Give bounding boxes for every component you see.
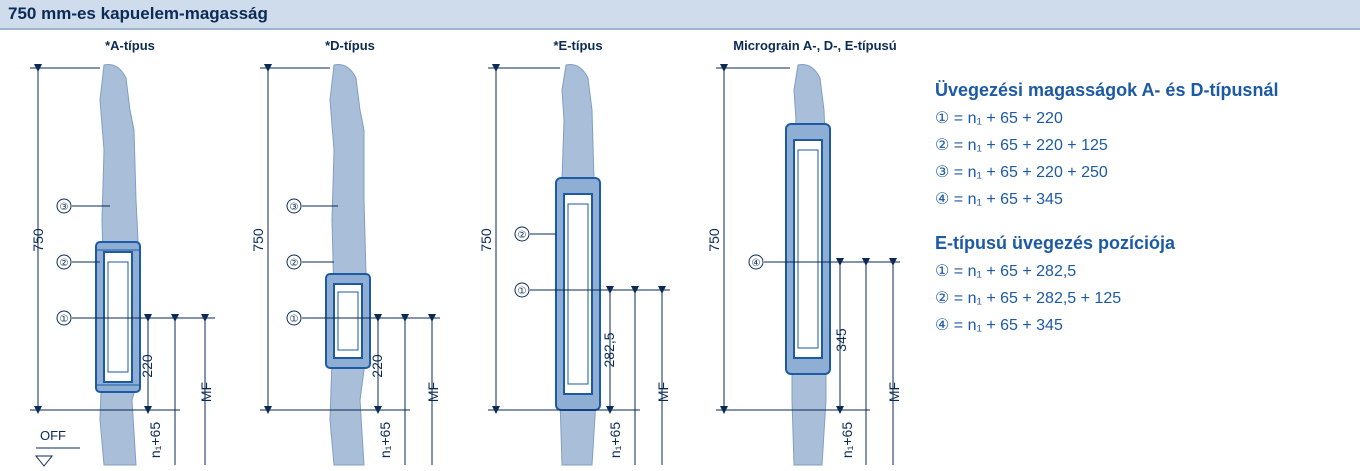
column-heading-d: *D-típus [325, 38, 375, 53]
e-glazing-line-3: ④ = n₁ + 65 + 345 [935, 317, 1063, 334]
e-glazing-line-1: ① = n₁ + 65 + 282,5 [935, 263, 1077, 280]
dim-n1-d: n₁+65 [377, 422, 393, 458]
marker-3-d: ③ [290, 202, 299, 213]
e-glazing-position-section: E-típusú üvegezés pozíciója ① = n₁ + 65 … [935, 233, 1175, 339]
dim-n1-a: n₁+65 [147, 422, 163, 458]
dim-mf-e: MF [655, 382, 671, 402]
dim-750-micrograin: 750 [706, 228, 722, 252]
dim-mf-micrograin: MF [886, 382, 902, 402]
glazing-line-1: ① = n₁ + 65 + 220 [935, 110, 1063, 127]
marker-1-a: ① [60, 314, 69, 325]
marker-3-a: ③ [60, 202, 69, 213]
title-bar: 750 mm-es kapuelem-magasság [0, 0, 1360, 30]
off-label: OFF [40, 428, 66, 443]
marker-2-d: ② [290, 258, 299, 269]
profile-d [325, 64, 371, 466]
e-glazing-heading: E-típusú üvegezés pozíciója [935, 233, 1176, 253]
dim-345-micrograin: 345 [833, 328, 849, 352]
dim-750-a: 750 [30, 228, 46, 252]
dim-mf-a: MF [198, 382, 214, 402]
dimensions-a [30, 64, 215, 467]
column-heading-e: *E-típus [553, 38, 603, 53]
glazing-line-2: ② = n₁ + 65 + 220 + 125 [935, 137, 1108, 154]
dim-750-e: 750 [478, 228, 494, 252]
profile-a [95, 64, 141, 466]
profile-micrograin [785, 64, 831, 466]
dim-220-a: 220 [139, 354, 155, 378]
glazing-heights-heading: Üvegezési magasságok A- és D-típusnál [935, 80, 1279, 100]
marker-1-e: ① [518, 286, 527, 297]
dim-n1-micrograin: n₁+65 [839, 422, 855, 458]
marker-1-d: ① [290, 314, 299, 325]
dim-750-d: 750 [250, 228, 266, 252]
glazing-line-3: ③ = n₁ + 65 + 220 + 250 [935, 164, 1108, 181]
dimensions-d [260, 64, 440, 465]
marker-2-a: ② [60, 258, 69, 269]
dim-220-d: 220 [369, 354, 385, 378]
dim-mf-d: MF [425, 382, 441, 402]
diagram-title: 750 mm-es kapuelem-magasság [8, 4, 268, 23]
glazing-heights-section: Üvegezési magasságok A- és D-típusnál ① … [935, 80, 1278, 213]
dim-282-e: 282,5 [601, 332, 617, 367]
glazing-line-4: ④ = n₁ + 65 + 345 [935, 191, 1063, 208]
dimensions-micrograin [716, 64, 900, 465]
dimensions-e [488, 64, 670, 465]
column-heading-a: *A-típus [105, 38, 155, 53]
marker-4-micrograin: ④ [752, 258, 761, 269]
column-heading-micrograin: Micrograin A-, D-, E-típusú [733, 38, 897, 53]
marker-2-e: ② [518, 230, 527, 241]
profile-e [555, 64, 601, 466]
e-glazing-line-2: ② = n₁ + 65 + 282,5 + 125 [935, 290, 1122, 307]
dim-n1-e: n₁+65 [607, 422, 623, 458]
